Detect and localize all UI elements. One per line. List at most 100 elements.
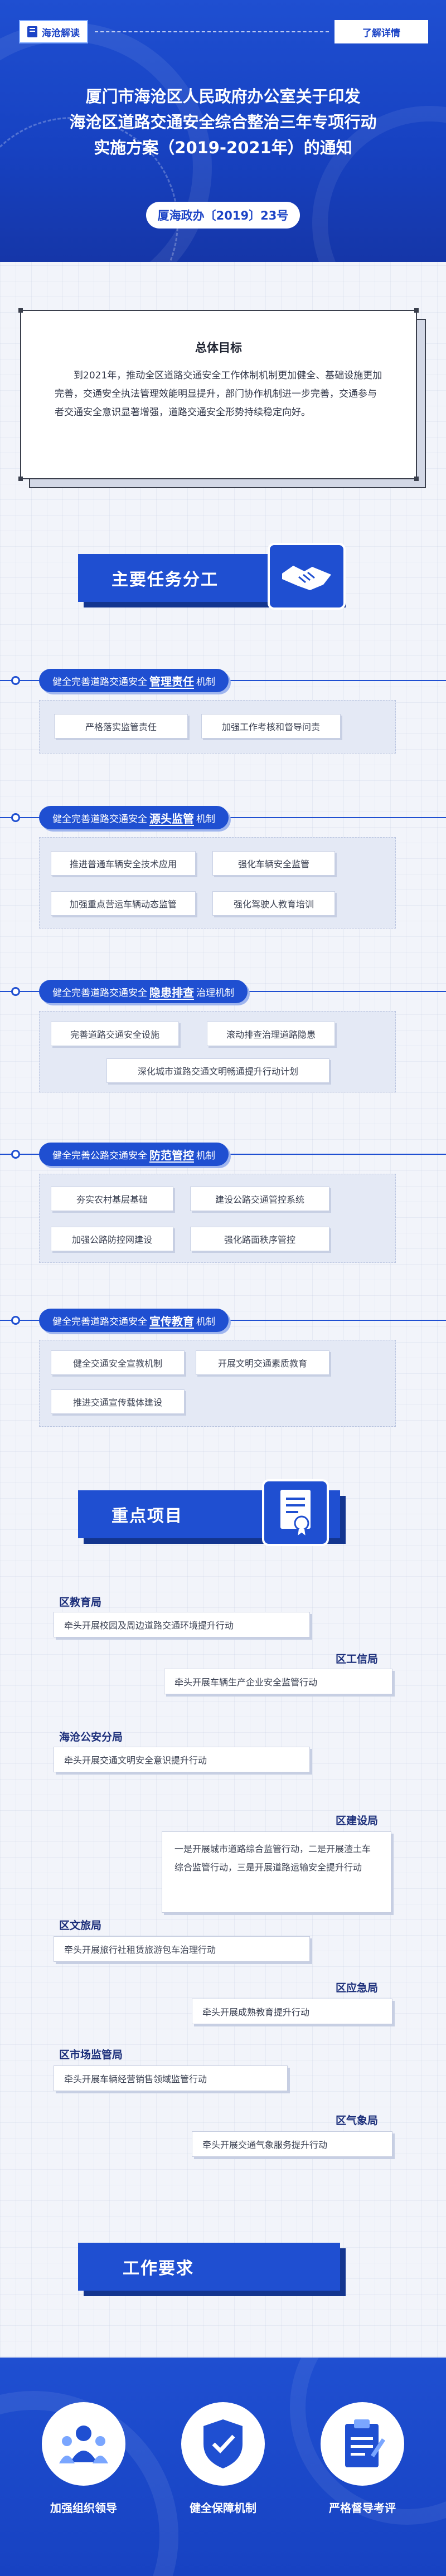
task-chip: 健全交通安全宣教机制 xyxy=(51,1350,185,1375)
page-title: 厦门市海沧区人民政府办公室关于印发 海沧区道路交通安全综合整治三年专项行动 实施… xyxy=(17,84,429,161)
task-chip: 推进普通车辆安全技术应用 xyxy=(51,851,196,876)
shield-icon xyxy=(181,2402,265,2486)
certificate-icon xyxy=(262,1479,329,1546)
task-chip: 滚动排查治理道路隐患 xyxy=(207,1022,335,1046)
task-label: 健全完善道路交通安全 宣传教育 机制 xyxy=(39,1309,229,1332)
task-chip: 完善道路交通安全设施 xyxy=(51,1022,179,1046)
task-chip: 强化车辆安全监管 xyxy=(212,851,335,876)
requirement-label: 健全保障机制 xyxy=(190,2501,256,2515)
task-keyword: 管理责任 xyxy=(149,674,194,688)
project-box: 牵头开展校园及周边道路交通环境提升行动 xyxy=(54,1612,310,1637)
project-dept: 区工信局 xyxy=(336,1653,379,1665)
project-box: 牵头开展旅行社租赁旅游包车治理行动 xyxy=(54,1936,310,1962)
task-label: 健全完善公路交通安全 防范管控 机制 xyxy=(39,1143,229,1166)
task-chip: 深化城市道路交通文明畅通提升行动计划 xyxy=(106,1058,329,1083)
task-chip: 加强工作考核和督导问责 xyxy=(201,714,341,738)
task-suffix: 治理机制 xyxy=(196,987,234,999)
requirement-label: 严格督导考评 xyxy=(329,2501,396,2515)
top-bar: 海沧解读 了解详情 xyxy=(0,16,446,49)
column-tag: 海沧解读 xyxy=(19,20,88,43)
project-dept: 海沧公安分局 xyxy=(59,1731,123,1743)
task-panel: 健全交通安全宣教机制 开展文明交通素质教育 推进交通宣传载体建设 xyxy=(39,1340,396,1427)
project-dept: 区气象局 xyxy=(336,2115,379,2127)
project-dept: 区文旅局 xyxy=(59,1919,102,1932)
goal-box: 总体目标 到2021年，推动全区道路交通安全工作体制机制更加健全、基础设施更加完… xyxy=(18,308,419,481)
task-prefix: 健全完善道路交通安全 xyxy=(52,676,147,688)
task-keyword: 防范管控 xyxy=(149,1148,194,1162)
task-suffix: 机制 xyxy=(196,813,215,825)
task-panel: 严格落实监管责任 加强工作考核和督导问责 xyxy=(39,700,396,754)
project-box: 一是开展城市道路综合监管行动，二是开展渣土车综合监管行动，三是开展道路运输安全提… xyxy=(162,1831,391,1913)
task-prefix: 健全完善道路交通安全 xyxy=(52,1316,147,1328)
title-line: 海沧区道路交通安全综合整治三年专项行动 xyxy=(69,113,377,132)
goal-title: 总体目标 xyxy=(195,341,242,354)
key-projects-heading: 重点项目 xyxy=(78,1479,368,1549)
requirement-label: 加强组织领导 xyxy=(50,2501,117,2515)
heading-text: 主要任务分工 xyxy=(112,570,219,590)
task-panel: 夯实农村基层基础 建设公路交通管控系统 加强公路防控网建设 强化路面秩序管控 xyxy=(39,1174,396,1263)
task-chip: 严格落实监管责任 xyxy=(54,714,188,738)
project-box: 牵头开展成熟教育提升行动 xyxy=(192,1999,392,2024)
requirement-item: 健全保障机制 xyxy=(167,2402,279,2515)
work-requirements-heading: 工作要求 xyxy=(78,2240,368,2302)
column-tag-label: 海沧解读 xyxy=(42,27,80,39)
task-chip: 建设公路交通管控系统 xyxy=(190,1187,329,1211)
details-link[interactable]: 了解详情 xyxy=(334,20,428,43)
project-box: 牵头开展车辆经营销售领域监管行动 xyxy=(54,2065,288,2091)
title-line: 厦门市海沧区人民政府办公室关于印发 xyxy=(85,87,361,106)
task-label: 健全完善道路交通安全 管理责任 机制 xyxy=(39,669,229,692)
task-chip: 开展文明交通素质教育 xyxy=(196,1350,329,1375)
task-keyword: 宣传教育 xyxy=(149,1314,194,1328)
goal-card: 总体目标 到2021年，推动全区道路交通安全工作体制机制更加健全、基础设施更加完… xyxy=(18,308,426,488)
project-dept: 区教育局 xyxy=(59,1596,102,1608)
task-chip: 夯实农村基层基础 xyxy=(51,1187,173,1211)
project-box: 牵头开展车辆生产企业安全监管行动 xyxy=(164,1669,392,1694)
task-suffix: 机制 xyxy=(196,676,215,688)
main-tasks-heading: 主要任务分工 xyxy=(78,543,368,613)
divider xyxy=(95,31,329,32)
task-keyword: 隐患排查 xyxy=(149,985,194,999)
timeline-dot xyxy=(11,1316,20,1325)
project-dept: 区应急局 xyxy=(336,1982,379,1994)
project-dept: 区建设局 xyxy=(336,1815,379,1827)
task-suffix: 机制 xyxy=(196,1316,215,1328)
task-label: 健全完善道路交通安全 源头监管 机制 xyxy=(39,806,229,829)
heading-bar: 工作要求 xyxy=(78,2243,340,2291)
handshake-icon xyxy=(268,543,346,610)
task-chip: 加强重点营运车辆动态监管 xyxy=(51,891,196,916)
requirement-item: 严格督导考评 xyxy=(307,2402,418,2515)
project-box: 牵头开展交通文明安全意识提升行动 xyxy=(54,1747,310,1772)
task-keyword: 源头监管 xyxy=(149,811,194,825)
task-chip: 强化驾驶人教育培训 xyxy=(212,891,335,916)
corner-mark xyxy=(18,308,23,313)
goal-text: 到2021年，推动全区道路交通安全工作体制机制更加健全、基础设施更加完善，交通安… xyxy=(55,370,382,418)
task-panel: 推进普通车辆安全技术应用 强化车辆安全监管 加强重点营运车辆动态监管 强化驾驶人… xyxy=(39,837,396,929)
timeline-dot xyxy=(11,813,20,822)
task-prefix: 健全完善公路交通安全 xyxy=(52,1150,147,1161)
corner-mark xyxy=(414,308,419,313)
task-label: 健全完善道路交通安全 隐患排查 治理机制 xyxy=(39,980,248,1003)
task-panel: 完善道路交通安全设施 滚动排查治理道路隐患 深化城市道路交通文明畅通提升行动计划 xyxy=(39,1011,396,1092)
title-line: 实施方案（2019-2021年）的通知 xyxy=(94,138,352,157)
team-icon xyxy=(42,2402,125,2486)
heading-text: 工作要求 xyxy=(123,2259,194,2278)
document-number: 厦海政办〔2019〕23号 xyxy=(146,202,300,229)
task-chip: 推进交通宣传载体建设 xyxy=(51,1389,185,1414)
task-suffix: 机制 xyxy=(196,1150,215,1161)
corner-mark xyxy=(18,477,23,481)
corner-mark xyxy=(414,477,419,481)
timeline-dot xyxy=(11,676,20,685)
timeline-dot xyxy=(11,987,20,996)
clipboard-icon xyxy=(321,2402,404,2486)
project-box: 牵头开展交通气象服务提升行动 xyxy=(192,2131,392,2157)
task-chip: 加强公路防控网建设 xyxy=(51,1227,173,1251)
task-prefix: 健全完善道路交通安全 xyxy=(52,813,147,825)
header-banner: 海沧解读 了解详情 厦门市海沧区人民政府办公室关于印发 海沧区道路交通安全综合整… xyxy=(0,0,446,262)
timeline-dot xyxy=(11,1150,20,1159)
book-icon xyxy=(27,26,37,37)
project-dept: 区市场监管局 xyxy=(59,2049,123,2061)
task-chip: 强化路面秩序管控 xyxy=(190,1227,329,1251)
requirement-item: 加强组织领导 xyxy=(28,2402,139,2515)
heading-text: 重点项目 xyxy=(112,1506,183,1526)
task-prefix: 健全完善道路交通安全 xyxy=(52,987,147,999)
